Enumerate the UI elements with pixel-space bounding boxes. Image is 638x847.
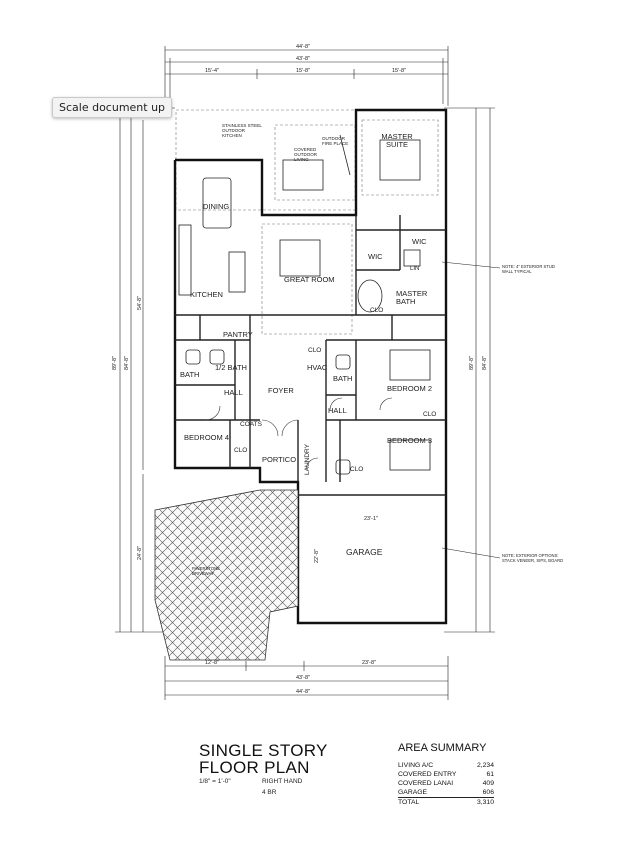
room-label-clo-4: CLO — [350, 466, 364, 473]
room-label-great-room: GREAT ROOM — [284, 275, 335, 284]
exterior-walls — [173, 108, 448, 625]
area-row: GARAGE 606 — [398, 788, 494, 798]
room-label-master-suite: MASTER SUITE — [381, 132, 413, 149]
room-label-master-bath: MASTER BATH — [396, 289, 428, 306]
area-row: LIVING A/C 2,234 — [398, 761, 494, 770]
room-label-clo-1: CLO — [308, 347, 322, 354]
dim-garage-depth: 22'-8" — [314, 548, 321, 564]
room-label-portico: PORTICO — [262, 455, 297, 464]
title-line-1: SINGLE STORY — [199, 741, 328, 760]
room-label-bedroom-2: BEDROOM 2 — [387, 384, 433, 393]
room-label-coats: COATS — [240, 421, 262, 428]
room-label-lin: LIN — [410, 266, 420, 272]
room-label-half-bath: 1/2 BATH — [215, 363, 247, 372]
note-outdoor-kitchen: STAINLESS STEEL OUTDOOR KITCHEN — [222, 123, 262, 138]
area-row-value: 2,234 — [476, 762, 494, 769]
area-row-label: COVERED ENTRY — [398, 771, 457, 778]
area-row-value: 3,310 — [476, 799, 494, 806]
title-line-2: FLOOR PLAN — [199, 758, 310, 777]
dim-bottom-seg1: 12'-8" — [205, 660, 220, 666]
area-row-label: COVERED LANAI — [398, 780, 454, 787]
area-row: COVERED ENTRY 61 — [398, 770, 494, 779]
note-driveway: PAVERSTONE DRIVEWAY — [192, 566, 220, 576]
dim-left-garage: 24'-8" — [137, 545, 144, 561]
dim-left-seg: 54'-8" — [137, 295, 144, 311]
dim-bottom-overall: 44'-8" — [296, 689, 311, 695]
dimension-lines — [115, 46, 501, 700]
room-label-clo-2: CLO — [423, 411, 437, 418]
dim-right-stud: 84'-8" — [482, 355, 489, 371]
room-label-laundry: LAUNDRY — [304, 444, 311, 475]
room-label-garage: GARAGE — [346, 547, 383, 557]
room-label-bath-1: BATH — [180, 370, 200, 379]
dim-top-seg2: 15'-8" — [296, 68, 311, 74]
note-exterior-options: NOTE: EXTERIOR OPTIONS: STACK VENEER, SI… — [502, 553, 564, 563]
title-scale: 1/8" = 1'-0" — [199, 778, 231, 785]
area-row-value: 61 — [486, 771, 494, 778]
area-row: COVERED LANAI 409 — [398, 779, 494, 788]
interior-walls — [175, 215, 446, 496]
area-row: TOTAL 3,310 — [398, 798, 494, 807]
dim-left-overall: 89'-8" — [112, 355, 119, 371]
dim-top-seg1: 15'-4" — [205, 68, 220, 74]
room-label-wic-1: WIC — [368, 252, 383, 261]
area-row-value: 409 — [482, 780, 494, 787]
room-label-dining: DINING — [203, 202, 230, 211]
room-label-wic-2: WIC — [412, 237, 427, 246]
dim-top-stud: 43'-8" — [296, 56, 311, 62]
title-block: SINGLE STORY FLOOR PLAN — [199, 742, 328, 776]
room-label-bedroom-3: BEDROOM 3 — [387, 436, 433, 445]
room-label-kitchen: KITCHEN — [190, 290, 223, 299]
note-fireplace: OUTDOOR FIRE PLACE — [322, 136, 349, 146]
area-summary-title: AREA SUMMARY — [398, 742, 487, 754]
room-label-bath-2: BATH — [333, 374, 353, 383]
dim-bottom-stud: 43'-8" — [296, 675, 311, 681]
room-label-pantry: PANTRY — [223, 330, 253, 339]
area-summary: AREA SUMMARY LIVING A/C 2,234 COVERED ENT… — [398, 742, 494, 807]
dim-bottom-seg2: 23'-8" — [362, 660, 377, 666]
title-br: 4 BR — [262, 789, 277, 796]
dim-top-seg3: 15'-8" — [392, 68, 407, 74]
note-exterior-wall: NOTE: 4" EXTERIOR STUD WALL TYPICAL — [502, 264, 555, 274]
dim-right-overall: 89'-8" — [469, 355, 476, 371]
title-hand: RIGHT HAND — [262, 778, 303, 785]
driveway-pavers — [154, 489, 299, 661]
dim-left-stud: 84'-8" — [124, 355, 131, 371]
area-row-label: GARAGE — [398, 789, 428, 796]
dim-garage-width: 23'-1" — [364, 516, 379, 522]
note-covered-outdoor: COVERED OUTDOOR LIVING — [294, 147, 317, 162]
room-label-hall-2: HALL — [328, 406, 347, 415]
room-label-clo-3: CLO — [234, 447, 248, 454]
room-label-clo-5: CLO — [370, 307, 384, 314]
area-row-label: LIVING A/C — [398, 762, 434, 769]
area-row-value: 606 — [482, 789, 494, 796]
scale-up-tooltip: Scale document up — [52, 97, 173, 118]
room-label-hvac: HVAC — [307, 363, 328, 372]
room-label-foyer: FOYER — [268, 386, 294, 395]
dim-top-overall: 44'-8" — [296, 44, 311, 50]
area-row-label: TOTAL — [398, 799, 420, 806]
room-label-hall-1: HALL — [224, 388, 243, 397]
room-label-bedroom-4: BEDROOM 4 — [184, 433, 230, 442]
